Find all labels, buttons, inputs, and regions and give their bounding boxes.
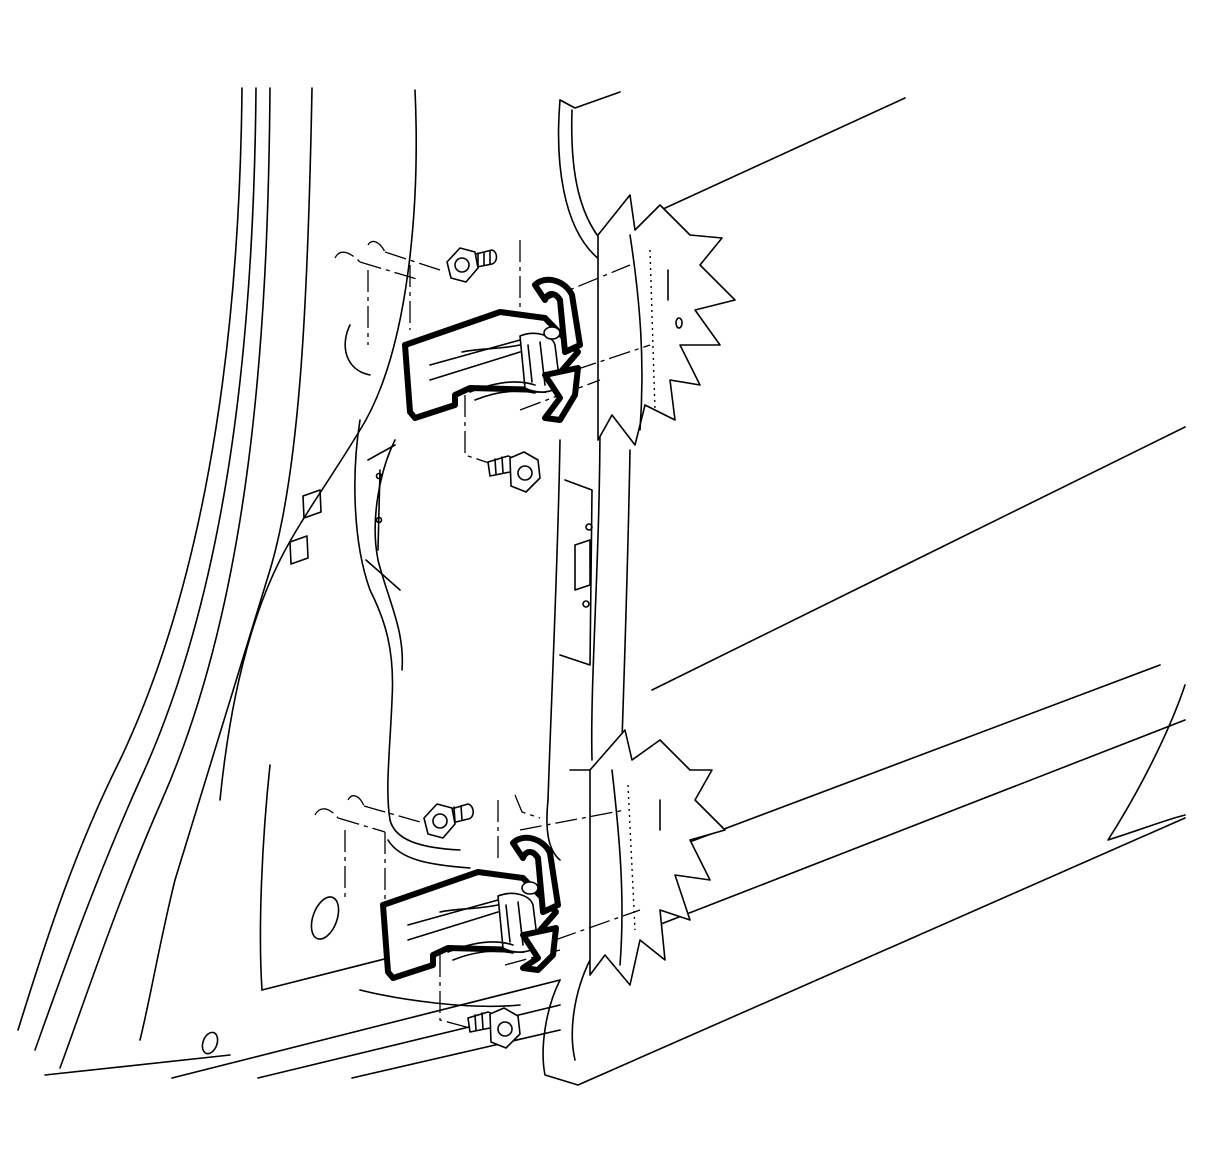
lower-hinge [380, 834, 561, 981]
hinge-pin [543, 326, 561, 340]
pillar-slot [289, 535, 309, 565]
upper-hinge [402, 276, 583, 423]
lower-alignment-lines [314, 794, 641, 1029]
door-shell [542, 91, 1186, 1086]
upper-body-bolt [446, 247, 498, 283]
upper-alignment-lines [334, 240, 651, 466]
pillar-slot [302, 489, 322, 519]
upper-break-burst [597, 194, 736, 446]
lower-door-bolt [467, 1007, 521, 1049]
hinge-pin [521, 881, 539, 895]
lower-body-bolt [423, 803, 475, 839]
body-pillar [17, 87, 561, 1079]
lower-break-burst [589, 729, 726, 986]
upper-door-bolt [487, 451, 541, 493]
